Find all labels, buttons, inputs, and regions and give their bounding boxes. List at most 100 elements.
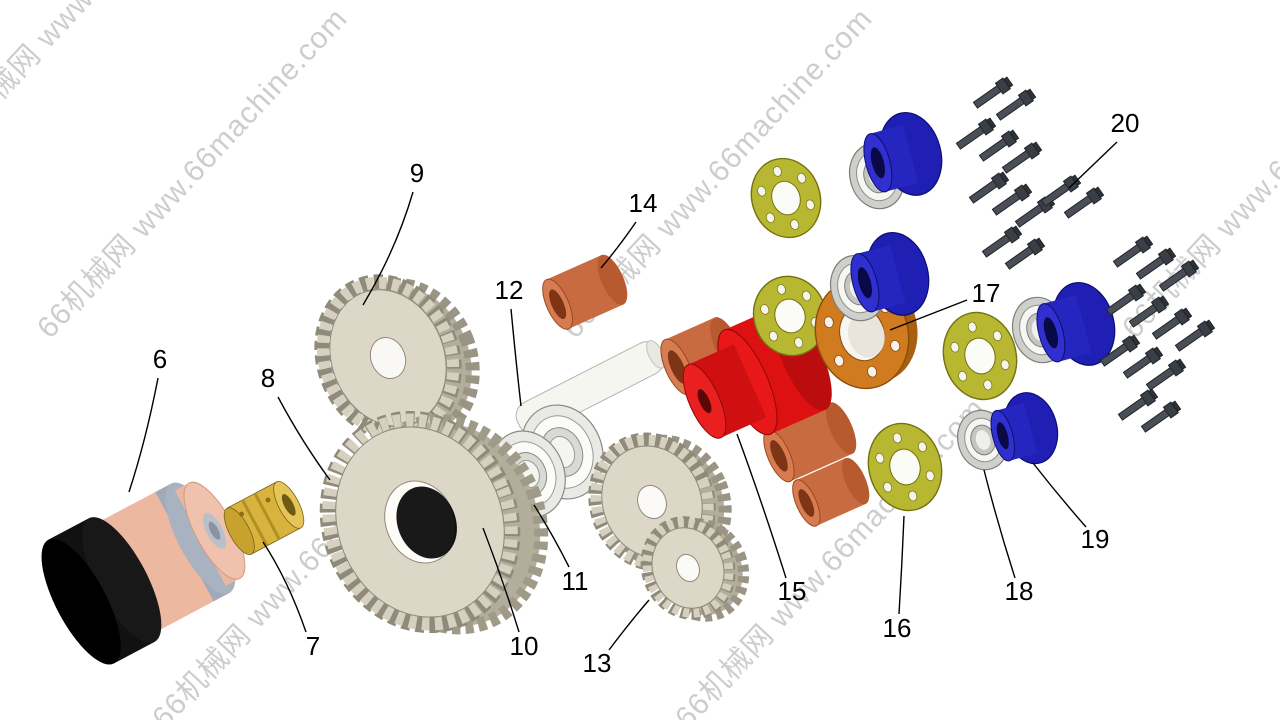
bolt: [977, 128, 1021, 165]
bushing-bore: [667, 350, 687, 384]
bushing-copper-3: [763, 402, 857, 483]
bolt-hole: [834, 354, 845, 367]
part-13-pinion: [640, 516, 750, 622]
bolt-hole: [875, 452, 885, 464]
part-8-gear-large: [319, 410, 549, 635]
bolt: [1111, 234, 1155, 271]
flange-olive-2: [752, 275, 828, 357]
callout-10: 10: [510, 631, 539, 661]
callout-8: 8: [261, 363, 275, 393]
bushing-back: [597, 254, 628, 305]
bushing-bore: [549, 289, 567, 320]
motor-rear-shaft: [208, 521, 221, 540]
motor-front-ring-back: [82, 517, 162, 643]
flange-bore: [964, 337, 996, 375]
callout-7: 7: [306, 631, 320, 661]
bolt: [1039, 173, 1083, 210]
gear-bore: [369, 337, 407, 379]
leader-14: [600, 221, 637, 269]
leader-12: [510, 308, 522, 407]
bolt-hole: [760, 304, 770, 315]
flange-olive-4: [942, 311, 1018, 401]
coupling-setscrew: [239, 511, 245, 517]
bushing-back: [825, 402, 857, 455]
bolt-hole: [768, 330, 778, 342]
sleeve-bore: [870, 147, 886, 179]
bolt: [1144, 357, 1188, 394]
callout-16: 16: [883, 613, 912, 643]
bearing-bore: [975, 430, 991, 450]
bolt-hole: [992, 330, 1002, 342]
sleeve-blue-3: [1036, 282, 1116, 366]
callout-19: 19: [1081, 524, 1110, 554]
callout-20: 20: [1111, 108, 1140, 138]
callout-13: 13: [583, 648, 612, 678]
callout-9: 9: [410, 158, 424, 188]
leader-15: [736, 433, 787, 579]
leader-8: [277, 396, 331, 481]
part-6-motor: [41, 481, 246, 665]
coupling-front: [223, 507, 255, 555]
bolt-hole: [908, 490, 918, 502]
callout-numbers: 6 7 8 9 10 11 12 13 14 15 16 17 18 19 20: [153, 108, 1140, 678]
bolt: [971, 75, 1015, 112]
gear-bore-depth: [396, 486, 457, 559]
callout-6: 6: [153, 344, 167, 374]
bushing-bore: [798, 489, 815, 517]
bolt: [990, 182, 1034, 219]
bolt-hole: [950, 341, 960, 353]
leader-17: [889, 299, 968, 331]
bolt-hole: [867, 365, 878, 378]
gear-teeth-outline: [319, 410, 521, 634]
bolt: [1062, 185, 1106, 222]
bolt-hole: [890, 339, 901, 352]
coupling-groove: [241, 499, 269, 547]
bolt: [1116, 387, 1160, 424]
bolt-hole: [958, 370, 968, 382]
flange-bore: [771, 180, 801, 216]
part-7-coupling: [223, 481, 305, 555]
bolt-hole: [967, 321, 977, 333]
leader-11: [533, 504, 570, 568]
bolt-hole: [794, 337, 804, 348]
sleeve-blue-1: [863, 112, 943, 196]
callout-15: 15: [778, 576, 807, 606]
coupling-bore: [281, 494, 296, 516]
watermark-text: 66机械网 www.66machine.com: [31, 2, 354, 345]
bolt: [1121, 345, 1165, 382]
sleeve-blue-2: [850, 232, 930, 316]
leader-7: [262, 541, 307, 633]
bolt-hole: [765, 212, 775, 224]
bolt-hole: [797, 172, 807, 184]
flange-olive-1: [750, 157, 822, 239]
callout-18: 18: [1005, 576, 1034, 606]
bushing-copper-4: [792, 457, 870, 527]
bolt-hole: [805, 199, 815, 211]
bolt-hole: [757, 185, 767, 197]
bolt: [1173, 318, 1217, 355]
bushing-back: [841, 457, 870, 505]
gear-bore: [676, 553, 700, 583]
bolt-hole: [892, 432, 902, 444]
bolt-hole: [772, 166, 782, 177]
leader-18: [983, 469, 1016, 579]
leader-10: [482, 527, 520, 633]
flange-bore: [774, 298, 806, 334]
sleeve-bore: [996, 422, 1009, 450]
bolt-hole: [883, 481, 893, 493]
callout-17: 17: [972, 278, 1001, 308]
coupling-groove: [253, 492, 281, 541]
bolt: [954, 116, 998, 153]
part-16-flange: [867, 422, 943, 512]
bolt-hole: [1000, 359, 1010, 371]
callout-leaders: [128, 141, 1118, 651]
bolt-hole: [983, 379, 993, 391]
bolt-hole: [790, 219, 800, 230]
bolt-hole: [802, 290, 812, 302]
leader-20: [1068, 141, 1118, 189]
bolt: [1000, 140, 1044, 177]
leader-6: [128, 377, 159, 493]
gear-teeth: [642, 518, 734, 618]
